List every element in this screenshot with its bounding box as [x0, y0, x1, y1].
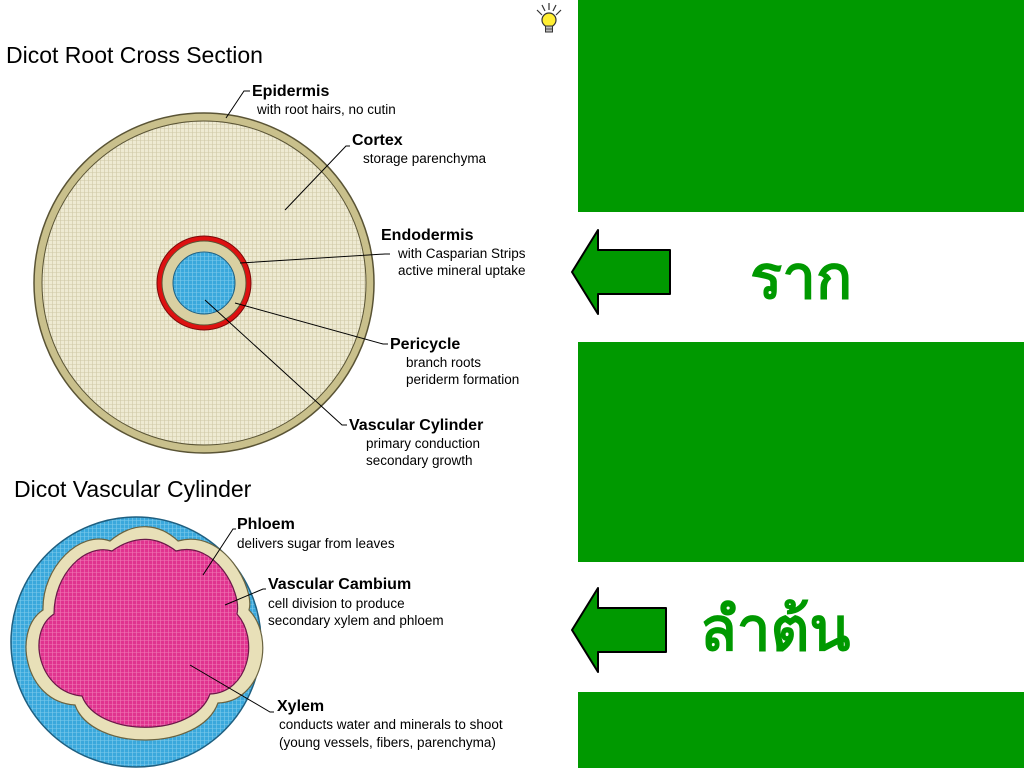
- xylem-heading: Xylem: [277, 698, 324, 715]
- label-endodermis: Endodermis with Casparian Strips active …: [381, 227, 526, 278]
- green-band-middle: [578, 342, 1024, 562]
- pericycle-note-2: periderm formation: [406, 372, 519, 387]
- phloem-note: delivers sugar from leaves: [237, 536, 395, 551]
- pericycle-heading: Pericycle: [390, 336, 460, 353]
- root-section-title: Dicot Root Cross Section: [6, 42, 263, 68]
- label-xylem: Xylem conducts water and minerals to sho…: [277, 698, 503, 750]
- vascular-cylinder-note-1: primary conduction: [366, 436, 480, 451]
- vascular-cambium-note-1: cell division to produce: [268, 596, 405, 611]
- pericycle-leader: [234, 302, 388, 345]
- vascular-cylinder-heading: Vascular Cylinder: [349, 417, 483, 434]
- pericycle-note-1: branch roots: [406, 355, 481, 370]
- left-arrow-icon-stem[interactable]: [571, 587, 667, 673]
- label-cortex: Cortex storage parenchyma: [352, 132, 487, 166]
- thai-label-stem: ลำต้น: [700, 595, 850, 665]
- cortex-note: storage parenchyma: [363, 151, 487, 166]
- epidermis-heading: Epidermis: [252, 83, 329, 100]
- green-band-top: [578, 0, 1024, 212]
- vascular-cylinder-note-2: secondary growth: [366, 453, 473, 468]
- label-pericycle: Pericycle branch roots periderm formatio…: [390, 336, 519, 387]
- stem-vascular-cylinder-diagram: [10, 516, 264, 768]
- label-phloem: Phloem delivers sugar from leaves: [237, 516, 395, 551]
- vascular-cambium-note-2: secondary xylem and phloem: [268, 613, 444, 628]
- stem-section-title: Dicot Vascular Cylinder: [14, 476, 252, 502]
- root-cross-section-diagram: [33, 112, 375, 454]
- xylem-leader: [189, 664, 274, 713]
- endodermis-note-1: with Casparian Strips: [397, 246, 526, 261]
- green-panel: [578, 0, 1024, 768]
- epidermis-note: with root hairs, no cutin: [256, 102, 396, 117]
- vascular-cylinder-core: [172, 251, 236, 315]
- xylem-note-2: (young vessels, fibers, parenchyma): [279, 735, 496, 750]
- vascular-cambium-heading: Vascular Cambium: [268, 576, 411, 593]
- label-epidermis: Epidermis with root hairs, no cutin: [252, 83, 396, 117]
- endodermis-note-2: active mineral uptake: [398, 263, 526, 278]
- left-arrow-icon[interactable]: [571, 229, 671, 315]
- epidermis-leader: [225, 90, 250, 119]
- cortex-leader: [284, 145, 350, 211]
- root-leader-lines: [204, 90, 390, 426]
- label-vascular-cylinder: Vascular Cylinder primary conduction sec…: [349, 417, 483, 468]
- green-band-bottom: [578, 692, 1024, 768]
- vascular-cylinder-leader: [204, 299, 347, 426]
- cortex-heading: Cortex: [352, 132, 403, 149]
- label-vascular-cambium: Vascular Cambium cell division to produc…: [268, 576, 444, 628]
- stem-leader-lines: [189, 528, 274, 713]
- xylem-core: [38, 538, 250, 728]
- phloem-leader: [202, 528, 236, 576]
- vascular-cambium-leader: [224, 588, 266, 606]
- endodermis-heading: Endodermis: [381, 227, 474, 244]
- xylem-note-1: conducts water and minerals to shoot: [279, 717, 503, 732]
- thai-label-root: ราก: [750, 243, 852, 313]
- endodermis-leader: [239, 253, 390, 264]
- lightbulb-icon[interactable]: [536, 3, 562, 33]
- phloem-heading: Phloem: [237, 516, 295, 533]
